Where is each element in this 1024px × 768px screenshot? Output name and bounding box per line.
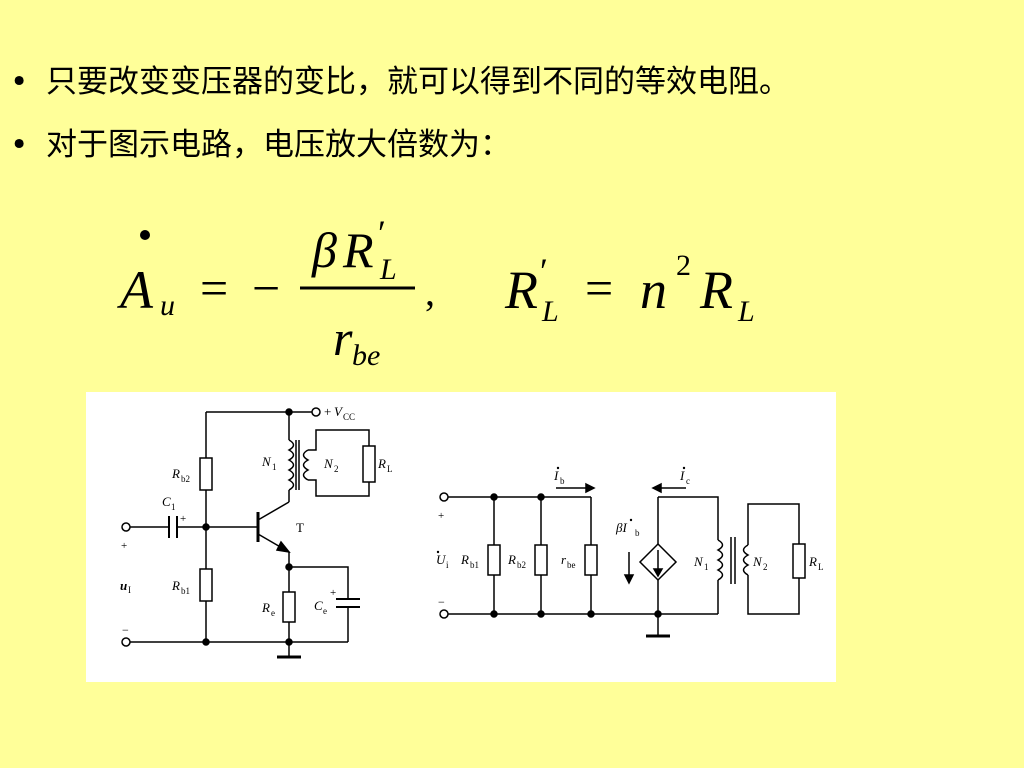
rbe-sub: be — [567, 560, 576, 570]
right-n2-sub: 2 — [763, 562, 768, 572]
right-rb1-label: R — [460, 552, 469, 567]
right-ui-sub: i — [446, 560, 449, 570]
transistor-label: T — [296, 520, 304, 535]
bullet-text: 只要改变变压器的变比，就可以得到不同的等效电阻。 — [46, 64, 790, 100]
beta-ib-label: βI — [615, 520, 627, 535]
right-rb2-label: R — [507, 552, 516, 567]
numerator-beta: β — [311, 222, 337, 278]
input-minus: − — [122, 623, 129, 637]
numerator-prime: ′ — [378, 213, 386, 253]
rhs-equals: = — [585, 260, 613, 316]
ce-sub: e — [323, 606, 327, 616]
rhs-n: n — [640, 260, 667, 320]
rb2-sub: b2 — [181, 474, 190, 484]
phasor-dot — [140, 230, 150, 240]
right-input-plus: + — [438, 510, 444, 522]
numerator-sub: L — [379, 253, 397, 286]
re-sub: e — [271, 608, 275, 618]
denominator-r: r — [333, 310, 353, 366]
right-ui-label: U — [436, 552, 447, 567]
n1-sub: 1 — [272, 462, 277, 472]
ib-label: I — [553, 468, 559, 483]
voltage-gain-formula: A u = − β R ′ L r be , R ′ L = n 2 R L — [117, 213, 755, 372]
rb1-sub: b1 — [181, 586, 190, 596]
bullet-marker: • — [10, 127, 29, 163]
right-input-minus: − — [438, 595, 445, 609]
right-n1-label: N — [693, 554, 704, 569]
input-voltage-sub: I — [128, 585, 131, 595]
vcc-label: V — [334, 404, 344, 419]
ce-plus: + — [330, 587, 336, 599]
denominator-sub: be — [352, 339, 380, 372]
minus-sign: − — [252, 260, 280, 316]
n2-sub: 2 — [334, 464, 339, 474]
rhs-r: R — [504, 260, 538, 320]
right-rl-label: R — [808, 554, 817, 569]
rb2-label: R — [171, 466, 180, 481]
input-plus: + — [121, 540, 127, 552]
re-label: R — [261, 600, 270, 615]
n2-label: N — [323, 456, 334, 471]
ib-sub: b — [560, 476, 565, 486]
vcc-plus: + — [324, 404, 331, 419]
gain-symbol: A — [117, 260, 154, 320]
c1-plus: + — [180, 513, 186, 525]
gain-subscript: u — [160, 289, 175, 322]
rhs-sub2: L — [737, 295, 755, 328]
rhs-r2: R — [699, 260, 733, 320]
circuit-figure: + V CC R b2 C 1 + R b1 N 1 N 2 R L T R e… — [86, 392, 836, 682]
ce-label: C — [314, 598, 323, 613]
beta-ib-sub: b — [635, 528, 640, 538]
ic-sub: c — [686, 476, 690, 486]
comma: , — [425, 269, 435, 314]
circuit-diagrams: + V CC R b2 C 1 + R b1 N 1 N 2 R L T R e… — [120, 404, 824, 659]
rbe-label: r — [561, 552, 567, 567]
rl-label: R — [377, 456, 386, 471]
rhs-exponent: 2 — [676, 249, 691, 282]
ic-label: I — [679, 468, 685, 483]
n1-label: N — [261, 454, 272, 469]
input-voltage-label: u — [120, 578, 127, 593]
right-rb2-sub: b2 — [517, 560, 526, 570]
equals-sign: = — [200, 260, 228, 316]
right-n2-label: N — [752, 554, 763, 569]
bullet-text: 对于图示电路，电压放大倍数为： — [46, 127, 511, 163]
rhs-prime: ′ — [540, 251, 548, 291]
right-rl-sub: L — [818, 562, 824, 572]
right-rb1-sub: b1 — [470, 560, 479, 570]
c1-label: C — [162, 494, 171, 509]
bullet-item-2: • 对于图示电路，电压放大倍数为： — [10, 125, 511, 165]
bullet-item-1: • 只要改变变压器的变比，就可以得到不同的等效电阻。 — [10, 62, 790, 102]
rhs-sub: L — [541, 295, 559, 328]
rb1-label: R — [171, 578, 180, 593]
rl-sub: L — [387, 464, 393, 474]
bullet-marker: • — [10, 64, 29, 100]
c1-sub: 1 — [171, 502, 176, 512]
right-n1-sub: 1 — [704, 562, 709, 572]
vcc-sub: CC — [343, 412, 355, 422]
numerator-r: R — [342, 222, 374, 278]
